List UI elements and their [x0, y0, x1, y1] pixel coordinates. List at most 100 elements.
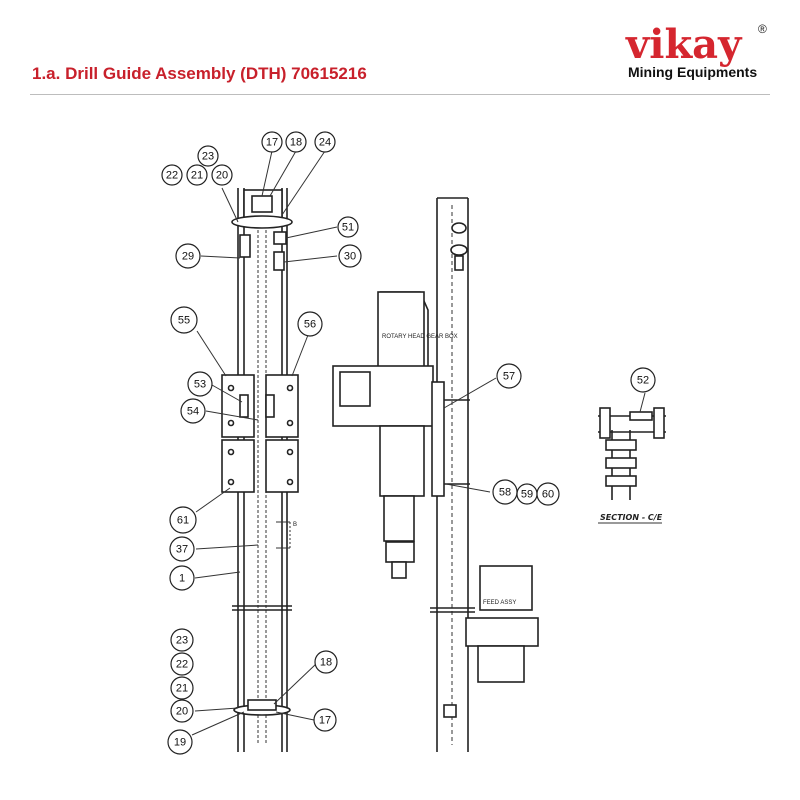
callout-number: 23	[202, 151, 214, 163]
callout-18: 18	[314, 650, 338, 674]
callout-circle	[187, 371, 213, 397]
callout-circle	[261, 131, 283, 153]
callout-number: 22	[176, 659, 188, 671]
callout-circle	[197, 145, 219, 167]
logo-wordmark: vikay	[626, 21, 742, 68]
callout-number: 20	[216, 170, 228, 182]
callout-54: 54	[180, 398, 206, 424]
callout-60: 60	[536, 482, 560, 506]
callout-circle	[313, 708, 337, 732]
callout-circle	[496, 363, 522, 389]
callout-circle	[169, 536, 195, 562]
callout-circle	[170, 652, 194, 676]
callout-number: 24	[319, 137, 331, 149]
callout-circle	[314, 650, 338, 674]
callout-number: 60	[542, 489, 554, 501]
callout-number: 52	[637, 375, 649, 387]
callout-29: 29	[175, 243, 201, 269]
callout-circle	[630, 367, 656, 393]
callout-19: 19	[167, 729, 193, 755]
callout-circle	[285, 131, 307, 153]
callout-number: 55	[178, 315, 190, 327]
callout-number: 18	[290, 137, 302, 149]
vikay-logo: vikay ® Mining Equipments	[626, 22, 776, 82]
callout-circle	[338, 244, 362, 268]
callout-number: 58	[499, 487, 511, 499]
callout-number: 21	[191, 170, 203, 182]
callout-circle	[211, 164, 233, 186]
callout-number: 23	[176, 635, 188, 647]
registered-mark: ®	[758, 22, 767, 36]
callout-number: 61	[177, 515, 189, 527]
callout-circle	[314, 131, 336, 153]
callout-number: 19	[174, 737, 186, 749]
callout-circle	[167, 729, 193, 755]
chain-section-detail: SECTION - C/E	[598, 392, 666, 524]
callout-17: 17	[261, 131, 283, 153]
callout-circle	[175, 243, 201, 269]
drill-guide-mast: B	[221, 188, 299, 752]
callout-21: 21	[170, 676, 194, 700]
callout-circle	[186, 164, 208, 186]
callout-number: 20	[176, 706, 188, 718]
callout-circle	[161, 164, 183, 186]
callout-number: 18	[320, 657, 332, 669]
logo-subtitle: Mining Equipments	[628, 64, 758, 80]
callout-57: 57	[496, 363, 522, 389]
callout-1: 1	[169, 565, 195, 591]
section-marker-b: B	[293, 522, 297, 528]
callout-23: 23	[197, 145, 219, 167]
callout-55: 55	[170, 306, 198, 334]
feed-assy-label: FEED ASSY	[483, 600, 516, 606]
callout-circle	[169, 506, 197, 534]
callout-53: 53	[187, 371, 213, 397]
callout-22: 22	[161, 164, 183, 186]
callout-21: 21	[186, 164, 208, 186]
leader-lines-center	[443, 377, 497, 493]
callout-52: 52	[630, 367, 656, 393]
callout-18: 18	[285, 131, 307, 153]
callout-number: 51	[342, 222, 354, 234]
callout-number: 54	[187, 406, 199, 418]
callout-number: 22	[166, 170, 178, 182]
callout-17: 17	[313, 708, 337, 732]
callout-56: 56	[297, 311, 323, 337]
rotary-head-label: ROTARY HEAD GEAR BOX	[382, 334, 458, 340]
callout-number: 56	[304, 319, 316, 331]
callout-circle	[170, 699, 194, 723]
callout-61: 61	[169, 506, 197, 534]
callout-number: 21	[176, 683, 188, 695]
callout-30: 30	[338, 244, 362, 268]
callout-23: 23	[170, 628, 194, 652]
callout-51: 51	[337, 216, 359, 238]
callout-number: 30	[344, 251, 356, 263]
header-divider	[30, 94, 770, 95]
callout-number: 53	[194, 379, 206, 391]
leader-lines-left	[191, 150, 338, 736]
callout-20: 20	[211, 164, 233, 186]
callout-circle	[170, 628, 194, 652]
callout-circle	[180, 398, 206, 424]
callout-circle	[297, 311, 323, 337]
callout-20: 20	[170, 699, 194, 723]
callout-37: 37	[169, 536, 195, 562]
callout-number: 29	[182, 251, 194, 263]
callout-24: 24	[314, 131, 336, 153]
section-label: SECTION - C/E	[600, 513, 663, 522]
callout-58: 58	[492, 479, 518, 505]
part-callouts: 17 18 24 23 22 21 20 51 29 30 55 56 53 54 61 37 1 23 22 21 2…	[161, 131, 656, 755]
callout-circle	[536, 482, 560, 506]
callout-circle	[170, 306, 198, 334]
callout-circle	[170, 676, 194, 700]
callout-number: 17	[319, 715, 331, 727]
rotary-head-assembly: ROTARY HEAD GEAR BOX FEED ASSY	[332, 197, 539, 752]
callout-number: 37	[176, 544, 188, 556]
callout-number: 57	[503, 371, 515, 383]
callout-number: 1	[179, 573, 185, 585]
callout-22: 22	[170, 652, 194, 676]
callout-number: 17	[266, 137, 278, 149]
callout-circle	[337, 216, 359, 238]
page-title: 1.a. Drill Guide Assembly (DTH) 70615216	[32, 64, 367, 83]
callout-59: 59	[516, 483, 538, 505]
